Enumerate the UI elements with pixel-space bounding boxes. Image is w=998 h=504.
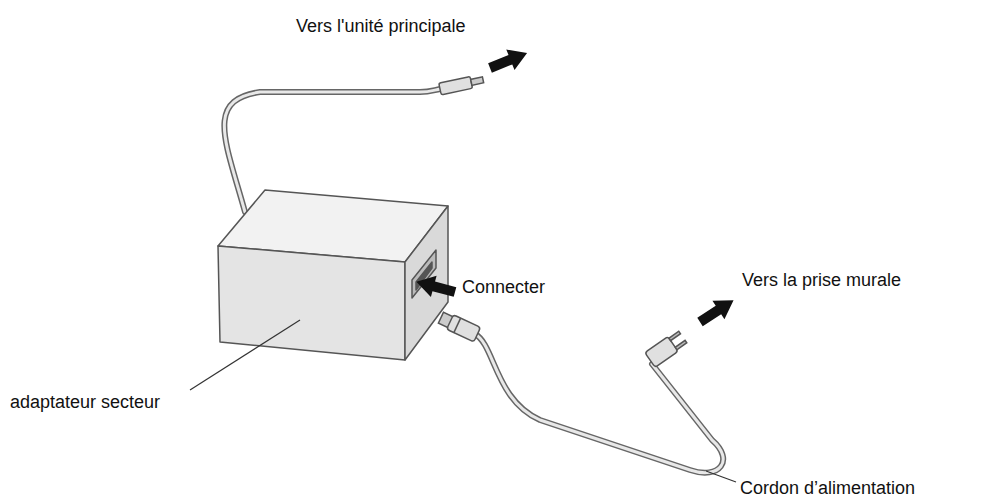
label-destination: Vers la prise murale xyxy=(742,270,901,291)
adapter-box xyxy=(218,190,448,360)
direction-arrows xyxy=(414,43,740,331)
leader-line xyxy=(190,320,300,390)
arrow-connect xyxy=(414,271,458,303)
dc-cable xyxy=(224,89,440,212)
dc-plug xyxy=(439,74,485,95)
iec-plug xyxy=(438,311,481,342)
wall-plug xyxy=(645,330,688,368)
arrow-to-wall xyxy=(694,291,740,331)
leader-line xyxy=(706,471,736,482)
dc-cable-fill xyxy=(224,89,440,212)
part-label: Cordon d’alimentation xyxy=(740,478,915,499)
arrow-to-unit xyxy=(486,43,531,78)
power-cord xyxy=(475,334,723,473)
label-destination: Vers l'unité principale xyxy=(296,16,466,37)
power-cord-fill xyxy=(475,334,723,473)
label-action: Connecter xyxy=(462,277,545,298)
part-label: adaptateur secteur xyxy=(10,392,160,413)
